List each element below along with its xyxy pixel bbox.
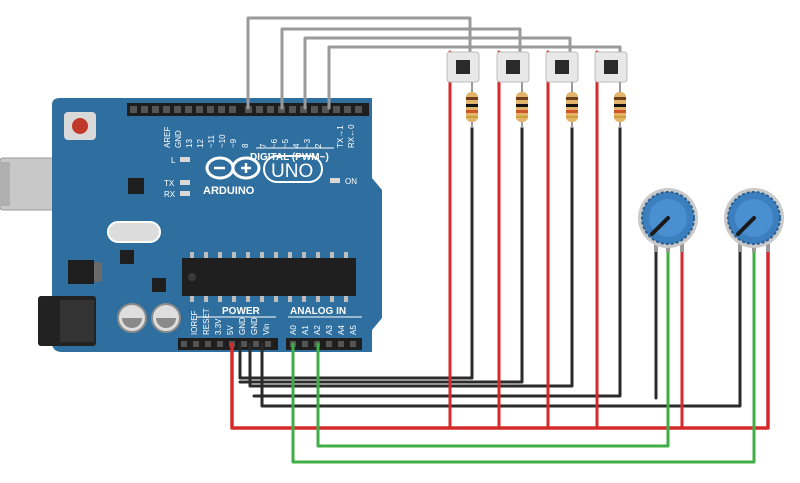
wire-analog [316,248,670,448]
pin-label: A1 [301,325,310,335]
resistor [614,82,626,128]
wire-signal [246,16,472,110]
led-on [330,178,340,183]
pushbutton[interactable] [496,51,530,83]
pin-label: 2 [314,143,323,148]
wire-ground [248,126,574,388]
led-tx-label: TX [164,179,175,188]
pin-label: GND [174,130,183,148]
resistor [566,82,578,128]
digital-pin-labels: AREF GND 13 12 ~11 ~10 ~9 8 7 ~6 ~5 4 ~3… [163,124,356,148]
power-section-label: POWER [222,306,261,317]
pin-label: AREF [163,127,172,148]
potentiometer[interactable] [638,188,698,252]
pin-label: ~9 [229,138,238,148]
wire-signal [303,36,572,110]
pin-label: ~11 [207,134,216,148]
pin-label: TX→1 [336,125,345,148]
brand-label: ARDUINO [203,185,255,197]
wire-ground [252,126,622,398]
pushbutton[interactable] [446,51,480,83]
pin-label: 5V [226,325,235,335]
led-rx-label: RX [164,190,176,199]
pin-label: ~10 [218,134,227,148]
wire-ground [238,126,474,380]
pushbutton[interactable] [545,51,579,83]
model-label: UNO [271,161,313,182]
voltage-regulator [68,260,94,284]
pin-label: 4 [292,143,301,148]
pushbuttons [446,51,628,83]
pin-label: A5 [349,325,358,335]
pin-label: A4 [337,325,346,335]
led-tx [180,180,190,185]
wire-ground [260,248,742,408]
pin-label: Vin [262,324,271,335]
wire-signal [280,27,522,110]
wire-ground [238,126,524,384]
pin-label: RX←0 [347,124,356,148]
led-l [180,157,190,162]
pin-label: 12 [196,139,205,148]
pin-label: IOREF [190,310,199,335]
resistor [466,82,478,128]
pin-label: A3 [325,325,334,335]
pushbutton[interactable] [594,51,628,83]
led-on-label: ON [345,177,357,186]
pin-label: A0 [289,325,298,335]
analog-section-label: ANALOG IN [290,306,346,317]
pin-label: 7 [259,143,268,148]
pin-label: GND [250,317,259,335]
wire-analog [291,248,756,464]
pot-indicator-icon [736,216,756,236]
pin-label: 8 [241,143,250,148]
wire-signal [327,45,622,110]
resistors [466,82,626,128]
resistor [516,82,528,128]
pin-label: A2 [313,325,322,335]
wires [230,16,770,464]
led-rx [180,191,190,196]
power-pin-labels: IOREF RESET 3.3V 5V GND GND Vin [190,308,271,335]
crystal-oscillator [107,221,161,243]
pot-indicator-icon [650,216,670,236]
microcontroller-chip [182,258,356,296]
pin-label: RESET [202,308,211,335]
pin-label: ~5 [281,138,290,148]
analog-pin-labels: A0 A1 A2 A3 A4 A5 [289,325,358,335]
pin-label: ~6 [270,138,279,148]
potentiometers [638,188,784,252]
potentiometer[interactable] [724,188,784,252]
led-l-label: L [171,156,176,165]
digital-section-label: DIGITAL (PWM~) [250,152,329,163]
pin-label: 3.3V [214,318,223,335]
pin-label: 13 [185,139,194,148]
pin-label: ~3 [303,138,312,148]
arduino-logo: ARDUINO UNO [203,155,323,197]
pin-label: GND [238,317,247,335]
arduino-uno-board: AREF GND 13 12 ~11 ~10 ~9 8 7 ~6 ~5 4 ~3… [0,98,382,352]
